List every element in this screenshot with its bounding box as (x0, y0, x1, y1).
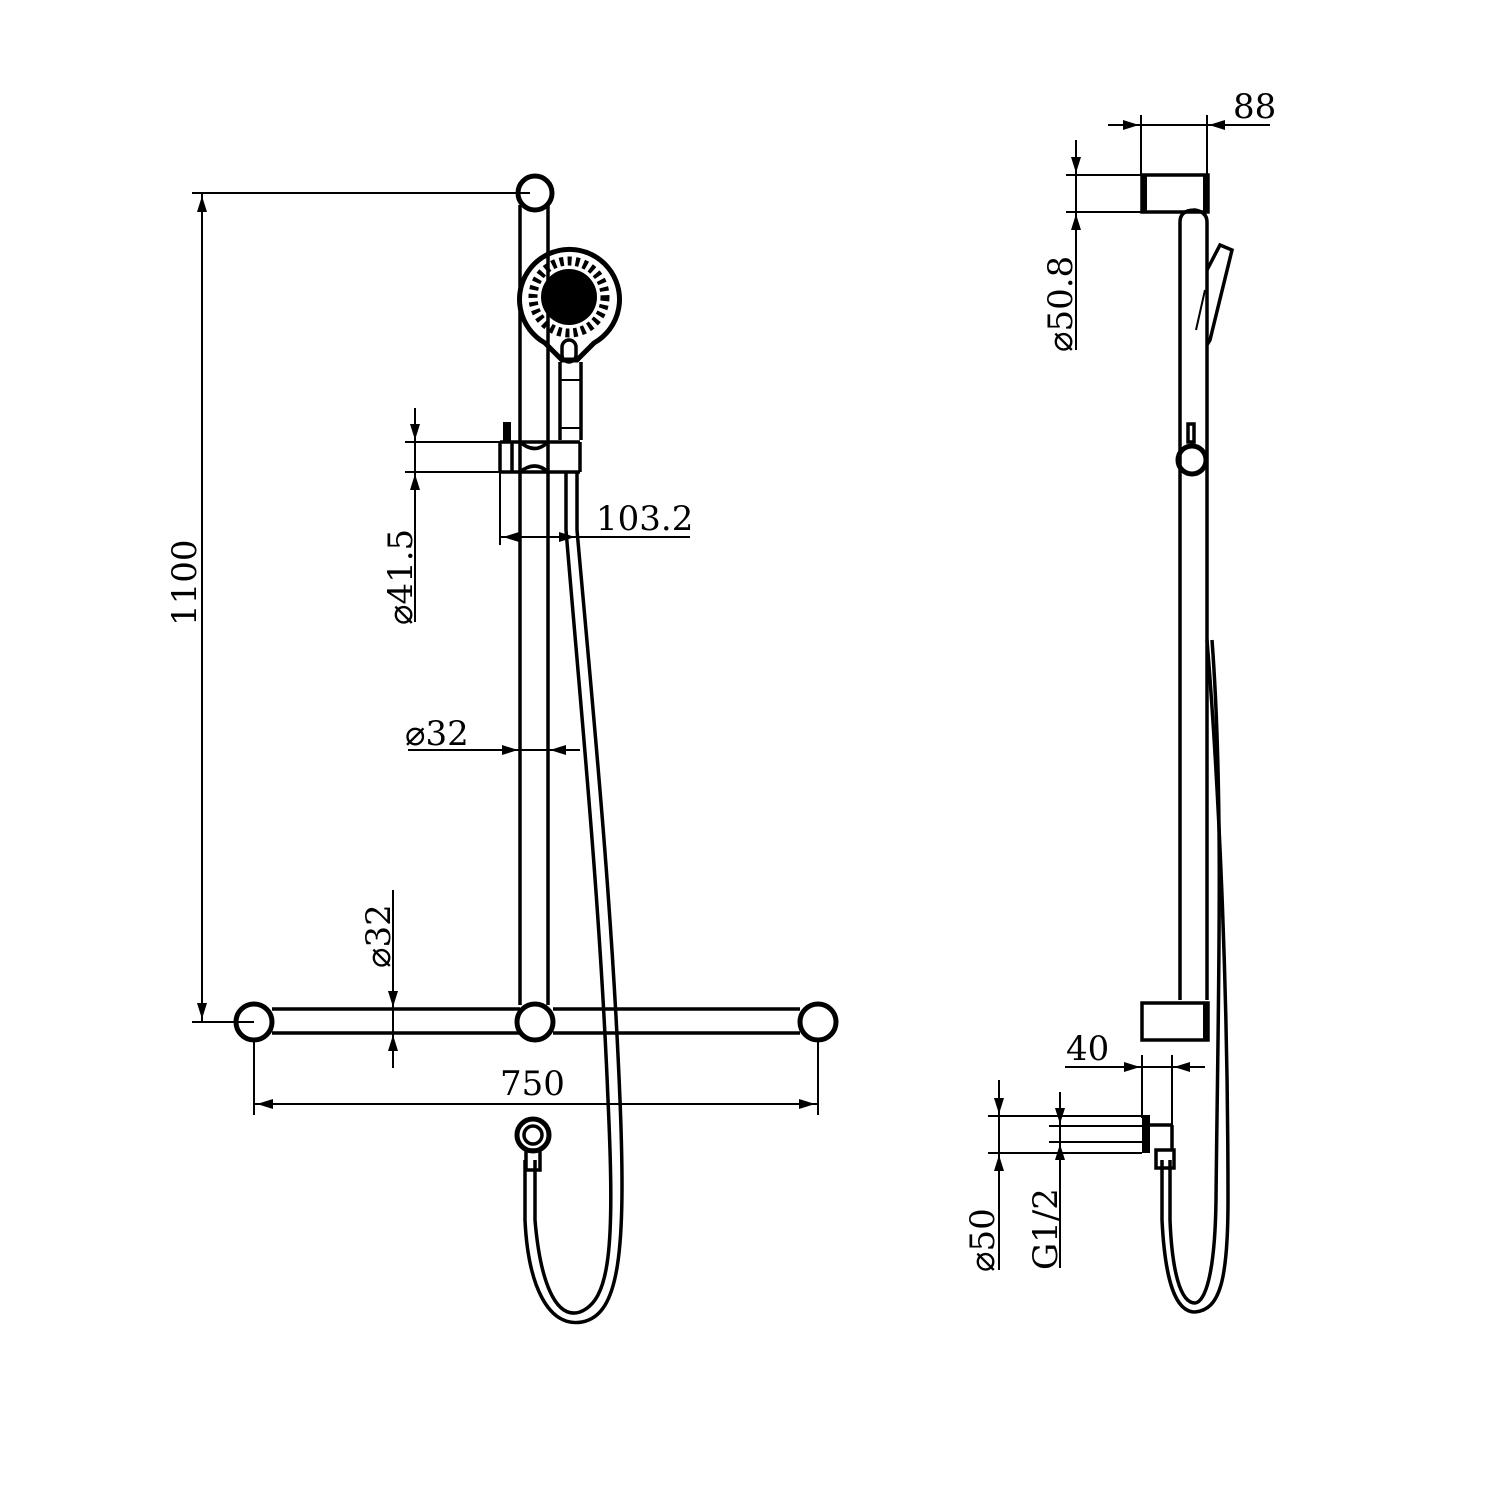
side-hose (1160, 639, 1230, 1314)
dimension-outlet-projection-label: 40 (1066, 1029, 1109, 1069)
dimension-depth: 88 (1108, 87, 1276, 175)
dimension-horizontal-rail-diameter: ⌀32 (359, 890, 399, 1068)
shower-hose (523, 472, 624, 1325)
side-rail (1178, 208, 1209, 1000)
dimension-outlet-projection: 40 (1065, 1029, 1205, 1125)
dimension-thread: G1/2 (1026, 1092, 1142, 1270)
dimension-slider-diameter: ⌀41.5 (381, 408, 500, 625)
hand-shower-head (517, 246, 622, 440)
dimension-rail-diameter: ⌀32 (405, 714, 580, 755)
dimension-slider-diameter-label: ⌀41.5 (381, 529, 421, 625)
dimension-height-label: 1100 (165, 539, 205, 626)
front-view: 1100 750 ⌀41.5 103.2 (165, 173, 839, 1325)
dimension-width: 750 (253, 1040, 819, 1115)
dimension-thread-label: G1/2 (1026, 1188, 1066, 1270)
bottom-wall-bracket (1140, 1001, 1210, 1042)
dimension-depth-label: 88 (1233, 87, 1276, 127)
dimension-bracket-diameter: ⌀50.8 (1041, 140, 1142, 352)
top-wall-bracket (1140, 173, 1210, 214)
dimension-projection: 103.2 (499, 472, 693, 545)
handset-profile (1205, 242, 1235, 346)
dimension-outlet-diameter: ⌀50 (963, 1080, 1142, 1272)
dimension-outlet-diameter-label: ⌀50 (963, 1208, 1003, 1272)
side-view: 88 ⌀50.8 40 ⌀50 (963, 87, 1276, 1314)
side-wall-outlet (1142, 1115, 1176, 1170)
dimension-height: 1100 (165, 192, 530, 1023)
center-joint (514, 1001, 556, 1043)
dimension-projection-label: 103.2 (596, 499, 693, 539)
dimension-rail-diameter-label: ⌀32 (405, 714, 469, 754)
dimension-horizontal-rail-diameter-label: ⌀32 (359, 904, 399, 968)
dimension-width-label: 750 (500, 1064, 565, 1104)
right-end-cap (797, 1001, 839, 1043)
slider-bracket (498, 422, 582, 474)
wall-outlet (514, 1116, 552, 1172)
side-slider (1175, 422, 1209, 477)
horizontal-rail (272, 1007, 800, 1035)
dimension-bracket-diameter-label: ⌀50.8 (1041, 256, 1081, 352)
vertical-rail (518, 205, 550, 1005)
